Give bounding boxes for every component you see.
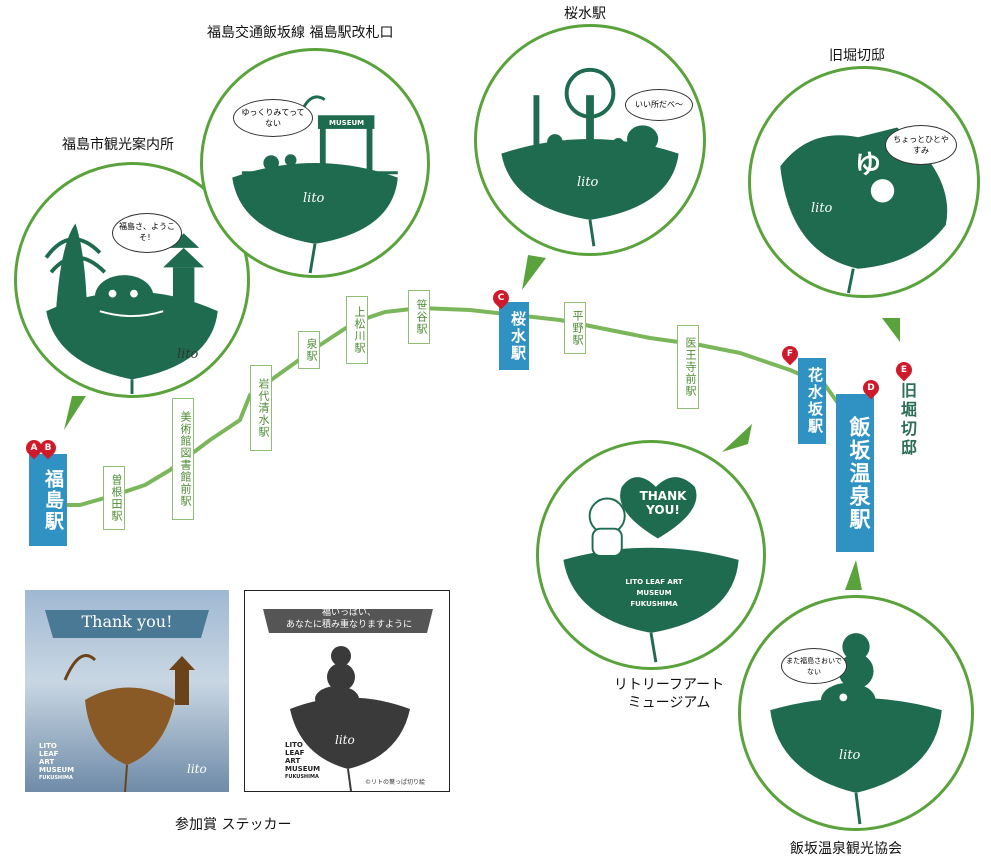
bubble-sakuramizu[interactable]: いい所だべ〜 lito <box>474 24 706 256</box>
station-kamimatsukawa[interactable]: 上松川駅 <box>346 296 368 364</box>
station-iouji[interactable]: 医王寺前駅 <box>677 325 699 409</box>
speech-bubble: 福島さ、ようこそ！ <box>112 213 182 253</box>
brand-line: MUSEUM <box>39 766 75 774</box>
spot-label-kankou-annai: 福島市観光案内所 <box>62 137 174 153</box>
station-sasaya[interactable]: 笹谷駅 <box>408 290 430 344</box>
caption-line: 福いっぱい、 <box>321 608 376 618</box>
lito-logo: lito <box>839 748 861 763</box>
lito-logo: lito <box>577 175 599 190</box>
station-marker-c: C <box>489 286 513 310</box>
station-marker-f: F <box>778 342 802 366</box>
station-marker-e: E <box>892 358 916 382</box>
lito-logo: lito <box>811 201 833 216</box>
spot-label-kaisatsu: 福島交通飯坂線 福島駅改札口 <box>207 25 394 41</box>
yu-sign: ゆ <box>855 150 882 180</box>
speech-bubble: いい所だべ〜 <box>625 89 693 121</box>
leaf-text: LITO LEAF ART MUSEUM FUKUSHIMA <box>599 577 709 610</box>
leaf-cutout-onsen <box>780 127 948 294</box>
sticker-thank-you-title: Thank you! <box>81 612 173 631</box>
sticker-copyright: ©リトの葉っぱ切り絵 <box>365 779 426 786</box>
sticker-fuku-art <box>263 609 433 791</box>
station-iizakaonsen[interactable]: 飯坂温泉駅 <box>836 394 874 552</box>
lito-logo: lito <box>303 191 325 206</box>
station-iwashiroshimizu[interactable]: 岩代清水駅 <box>250 365 272 451</box>
sticker-thank-you: Thank you! LITO LEAF ART MUSEUM FUKUSHIM… <box>25 590 229 792</box>
lito-logo: lito <box>187 762 207 776</box>
caption-line: あなたに積み重なりますように <box>285 620 412 630</box>
sticker-brand: LITO LEAF ART MUSEUM FUKUSHIMA <box>285 741 320 781</box>
spot-label-museum: リトリーフアート ミュージアム <box>613 677 725 711</box>
leaf-text-line: MUSEUM <box>636 589 672 597</box>
station-marker-b: B <box>36 436 60 460</box>
speech-bubble: また福島さおいでない <box>781 648 847 684</box>
sticker-caption: 福いっぱい、 あなたに積み重なりますように <box>267 607 431 631</box>
leaf-cutout-museum-gate <box>232 95 398 274</box>
station-hanamizuzaka[interactable]: 花水坂駅 <box>798 358 826 444</box>
lito-logo: lito <box>177 347 199 362</box>
brand-line: LEAF <box>285 749 305 757</box>
leaf-text-line: LITO LEAF ART <box>625 578 683 586</box>
leaf-cutout-stacked-owls <box>770 633 942 825</box>
spot-label-kyuhori: 旧堀切邸 <box>829 48 885 64</box>
brand-line: MUSEUM <box>285 765 321 773</box>
station-izumi[interactable]: 泉駅 <box>298 331 320 369</box>
brand-line: ART <box>39 758 55 766</box>
speech-bubble: ゆっくりみてってない <box>233 99 313 137</box>
brand-line: LITO <box>39 742 57 750</box>
heart-text: THANK YOU! <box>639 489 687 517</box>
bubble-iizaka-kyokai[interactable]: また福島さおいでない lito <box>738 595 974 831</box>
station-hirano[interactable]: 平野駅 <box>564 302 586 354</box>
sticker-brand: LITO LEAF ART MUSEUM FUKUSHIMA <box>39 742 74 782</box>
bubble-kyuhori[interactable]: ゆ ちょっとひとやすみ lito <box>748 66 980 298</box>
station-sakuramizu[interactable]: 桜水駅 <box>499 302 529 370</box>
brand-line: LEAF <box>39 750 59 758</box>
sticker-thank-you-art <box>45 610 209 792</box>
sticker-fuku-ippai: 福いっぱい、 あなたに積み重なりますように LITO LEAF ART MUSE… <box>244 590 450 792</box>
brand-sub: FUKUSHIMA <box>39 775 73 781</box>
station-soneda[interactable]: 曽根田駅 <box>103 466 125 530</box>
speech-bubble: ちょっとひとやすみ <box>885 125 957 165</box>
kyuhori-station-label[interactable]: 旧堀切邸 <box>898 382 917 458</box>
lito-logo: lito <box>335 733 355 747</box>
station-marker-d: D <box>859 376 883 400</box>
station-fukushima[interactable]: 福島駅 <box>29 454 67 546</box>
leaf-cutout-castle-cat <box>44 223 218 395</box>
brand-sub: FUKUSHIMA <box>285 774 319 780</box>
spot-label-sakuramizu: 桜水駅 <box>564 6 606 22</box>
brand-line: ART <box>285 757 301 765</box>
spot-label-iizaka-kyokai: 飯坂温泉観光協会 <box>790 841 902 857</box>
brand-line: LITO <box>285 741 303 749</box>
bubble-kaisatsu[interactable]: MUSEUM ゆっくりみてってない lito <box>200 48 430 278</box>
leaf-cutout-thank-you-bear <box>563 477 739 663</box>
bubble-museum[interactable]: THANK YOU! LITO LEAF ART MUSEUM FUKUSHIM… <box>536 440 766 670</box>
prize-label: 参加賞 ステッカー <box>175 817 292 833</box>
leaf-cutout-tree-animals <box>501 67 679 247</box>
leaf-text-line: FUKUSHIMA <box>630 600 678 608</box>
station-bijutsukan[interactable]: 美術館図書館前駅 <box>172 398 194 520</box>
museum-sign: MUSEUM <box>329 119 365 127</box>
